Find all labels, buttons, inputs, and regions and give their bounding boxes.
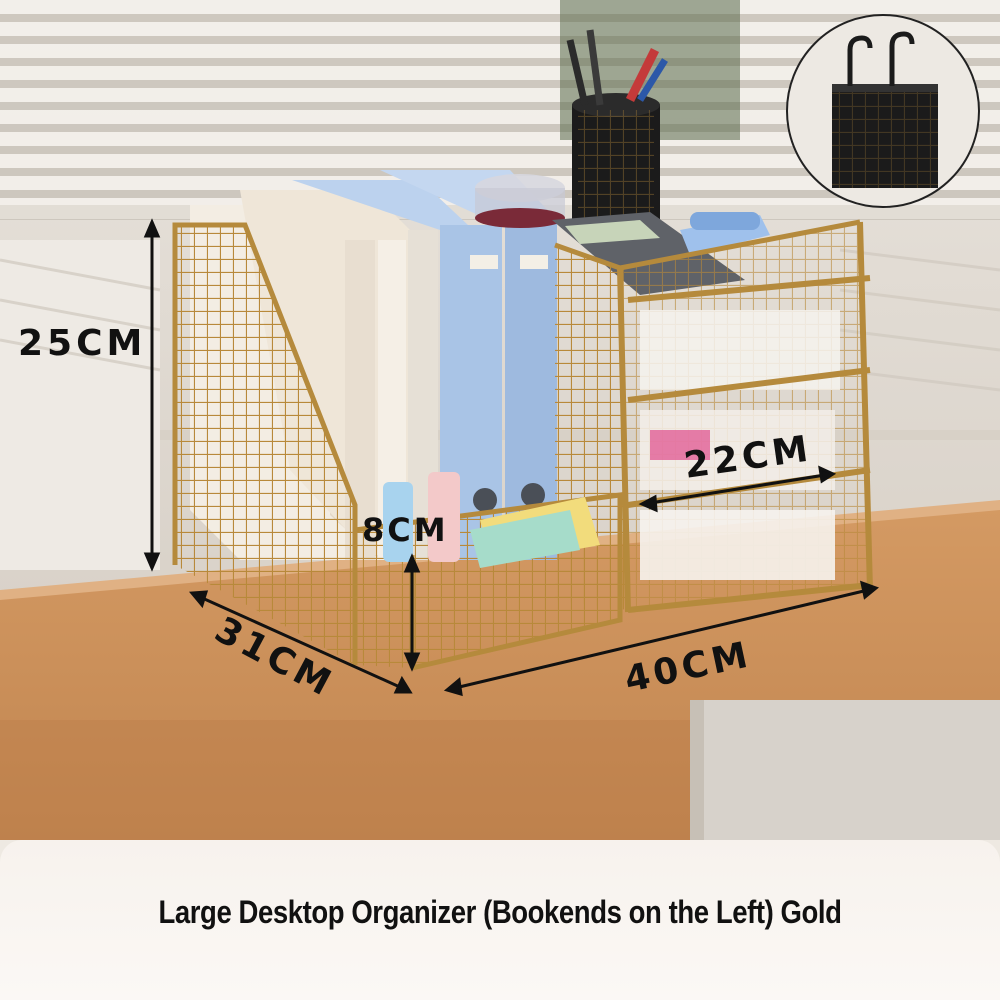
front-height-label: 8CM	[362, 511, 449, 549]
pen-holder-inset	[786, 14, 980, 208]
mesh-pen-holder-icon	[832, 31, 938, 188]
height-label: 25CM	[18, 323, 147, 364]
pen-holder	[566, 29, 668, 235]
dimension-arrows	[143, 218, 880, 697]
organizer-frame	[172, 219, 873, 671]
caption-band	[0, 840, 1000, 1000]
product-caption: Large Desktop Organizer (Bookends on the…	[158, 894, 842, 930]
